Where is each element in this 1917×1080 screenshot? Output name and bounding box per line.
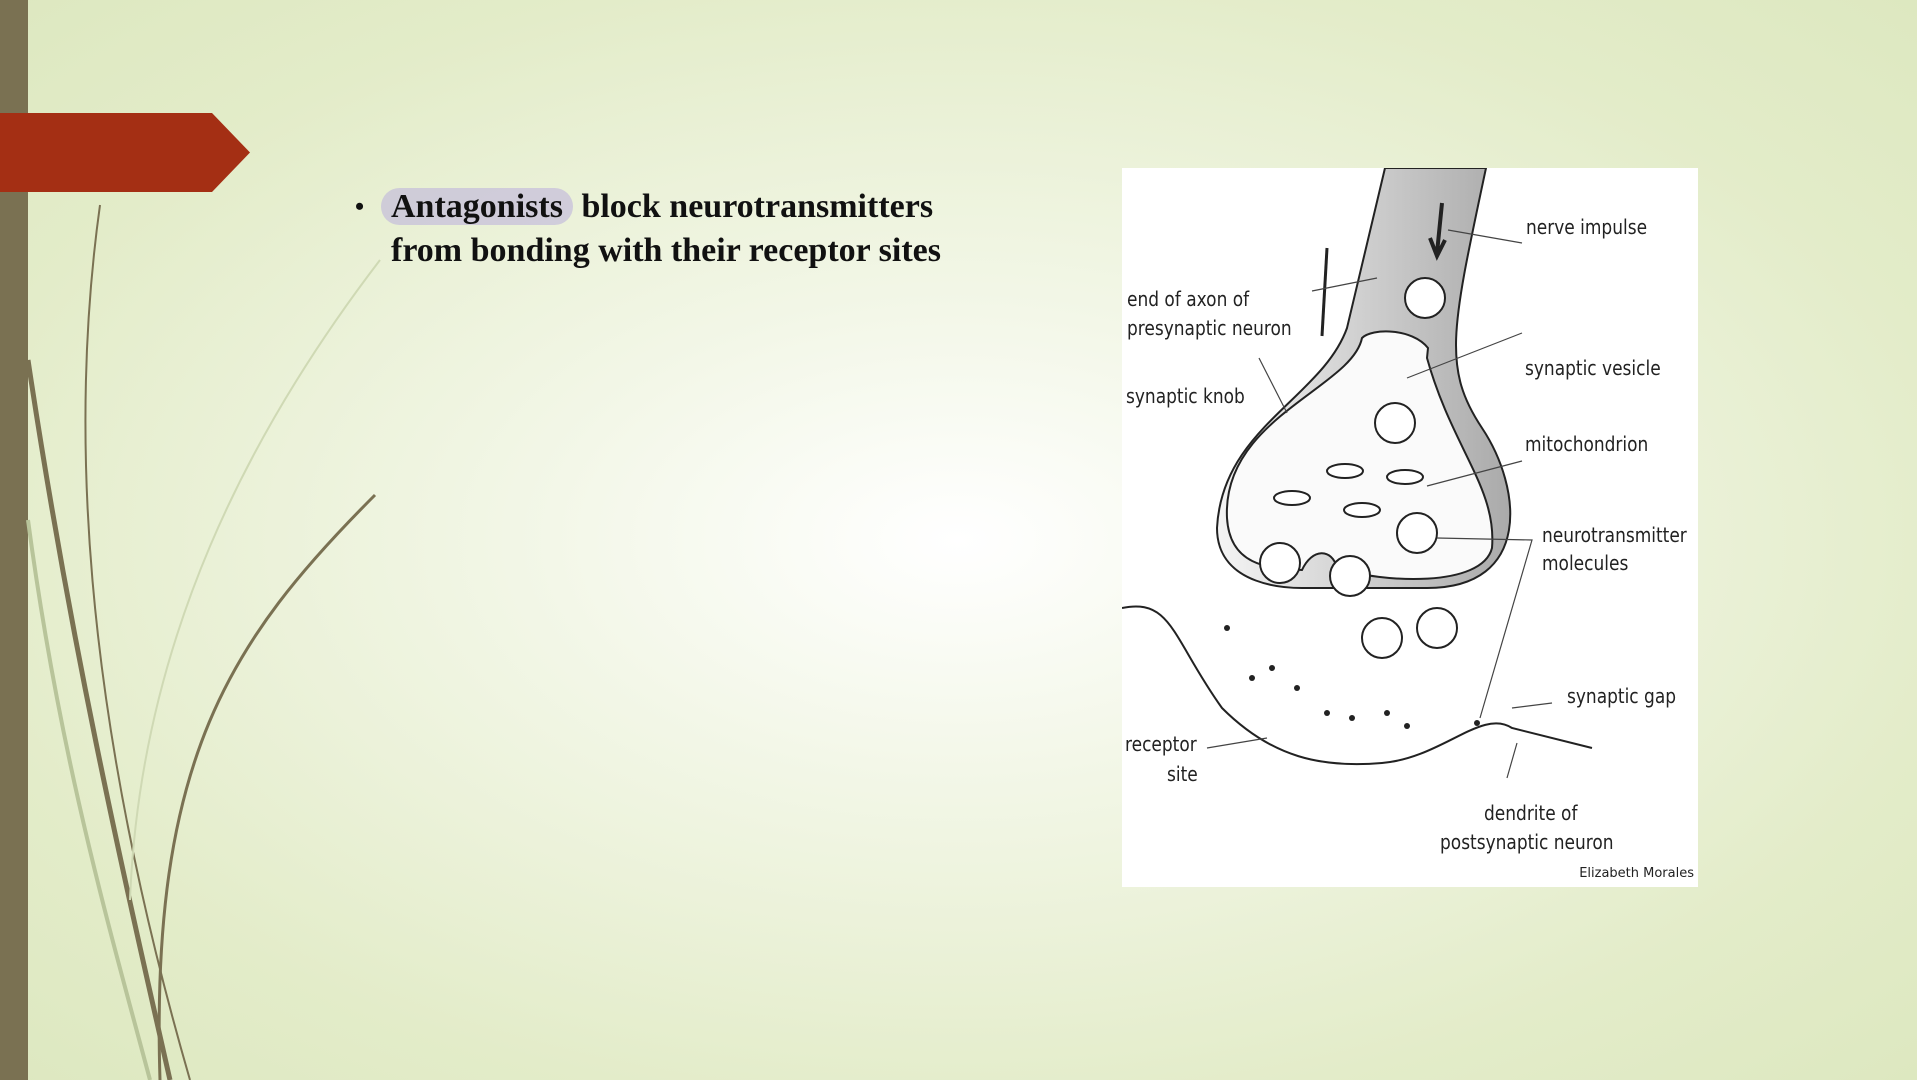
title-arrow-shape [0, 113, 250, 192]
decorative-swoosh-lines [25, 204, 381, 1080]
label-mitochondrion: mitochondrion [1525, 432, 1649, 456]
image-credit: Elizabeth Morales [1579, 866, 1694, 881]
bullet-icon: • [355, 192, 365, 221]
bullet-text-rest: block neurotransmitters from bonding wit… [391, 188, 941, 269]
label-synaptic-vesicle: synaptic vesicle [1525, 356, 1661, 380]
synapse-diagram: nerve impulse end of axon of presynaptic… [1122, 168, 1698, 887]
label-synaptic-gap: synaptic gap [1567, 684, 1677, 708]
label-molecules: molecules [1542, 551, 1629, 575]
label-site: site [1167, 762, 1198, 786]
bullet-item: • Antagonists block neurotransmitters fr… [355, 185, 995, 273]
slide-content: • Antagonists block neurotransmitters fr… [355, 185, 995, 273]
label-synaptic-knob: synaptic knob [1126, 384, 1245, 408]
label-end-of-axon: end of axon of [1127, 287, 1250, 311]
bullet-text: Antagonists block neurotransmitters from… [381, 185, 995, 273]
synapse-illustration [1122, 168, 1593, 779]
label-presynaptic-neuron: presynaptic neuron [1127, 316, 1292, 340]
highlighted-term: Antagonists [381, 188, 573, 225]
label-receptor: receptor [1125, 732, 1197, 756]
label-neurotransmitter: neurotransmitter [1542, 523, 1687, 547]
label-nerve-impulse: nerve impulse [1526, 215, 1648, 239]
label-postsynaptic-neuron: postsynaptic neuron [1440, 830, 1614, 854]
label-dendrite-of: dendrite of [1484, 801, 1578, 825]
